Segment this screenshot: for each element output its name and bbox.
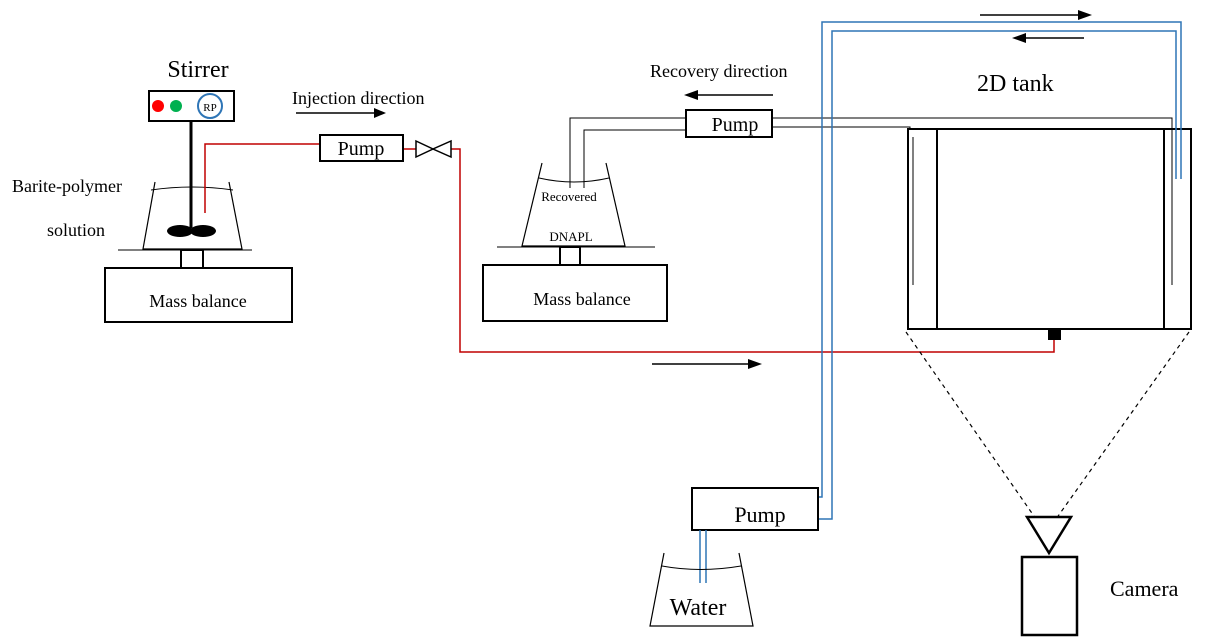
middle-mass-balance-label: Mass balance — [533, 289, 630, 309]
two-d-tank — [907, 128, 1192, 330]
camera-body — [1020, 555, 1079, 637]
water-line-inner — [818, 30, 1177, 520]
solution-surface-line — [150, 186, 234, 191]
recovery-line-outer-b — [583, 129, 686, 188]
recovery-surface-line — [538, 177, 610, 183]
recovery-direction-arrowhead-icon — [684, 90, 698, 100]
injection-line-inlet — [204, 143, 320, 213]
camera-view-line-left — [905, 331, 1037, 520]
water-line-outer — [818, 21, 1182, 498]
recovered-label: Recovered — [541, 189, 597, 204]
camera-view-line-right — [1055, 331, 1190, 520]
camera-label: Camera — [1110, 576, 1179, 601]
water-surface-line — [661, 565, 742, 570]
dnapl-label: DNAPL — [549, 229, 592, 244]
camera-lens-icon — [1024, 515, 1074, 556]
impeller-blade-left — [167, 225, 193, 237]
left-mass-balance — [104, 267, 293, 323]
middle-balance-stand — [559, 246, 581, 266]
injection-line-to-tank — [451, 148, 1055, 353]
water-flow-arrow-left-head-icon — [1012, 33, 1026, 43]
rp-dial-icon — [197, 93, 223, 119]
red-indicator-light — [152, 100, 164, 112]
barite-polymer-label: Barite-polymer — [12, 176, 122, 196]
water-flow-arrow-right-head-icon — [1078, 10, 1092, 20]
left-mass-balance-label: Mass balance — [149, 291, 246, 311]
tank-injection-port — [1048, 330, 1061, 340]
recovery-line-outer-a — [569, 117, 686, 188]
solution-label: solution — [47, 220, 105, 240]
green-indicator-light — [170, 100, 182, 112]
impeller-blade-right — [190, 225, 216, 237]
tank-label: 2D tank — [977, 71, 1054, 97]
recovery-direction-label: Recovery direction — [650, 61, 787, 81]
injection-direction-arrowhead-icon — [374, 108, 386, 118]
flow-arrow-bottom-head-icon — [748, 359, 762, 369]
middle-mass-balance — [482, 264, 668, 322]
recovery-line-tank-b — [772, 126, 911, 137]
injection-direction-label: Injection direction — [292, 88, 424, 108]
water-pump — [691, 487, 819, 531]
water-pump-label: Pump — [734, 502, 785, 527]
recovery-pump-label: Pump — [712, 114, 759, 136]
left-balance-stand — [180, 249, 204, 269]
rp-dial-label: RP — [203, 102, 216, 114]
valve-left-half-icon — [415, 139, 435, 159]
recovery-pump — [685, 109, 773, 138]
water-beaker — [649, 552, 754, 627]
injection-pump — [319, 134, 404, 162]
valve-right-half-icon — [431, 139, 452, 159]
stirrer-label: Stirrer — [167, 57, 228, 83]
water-label: Water — [670, 595, 727, 621]
injection-pump-label: Pump — [338, 138, 385, 160]
